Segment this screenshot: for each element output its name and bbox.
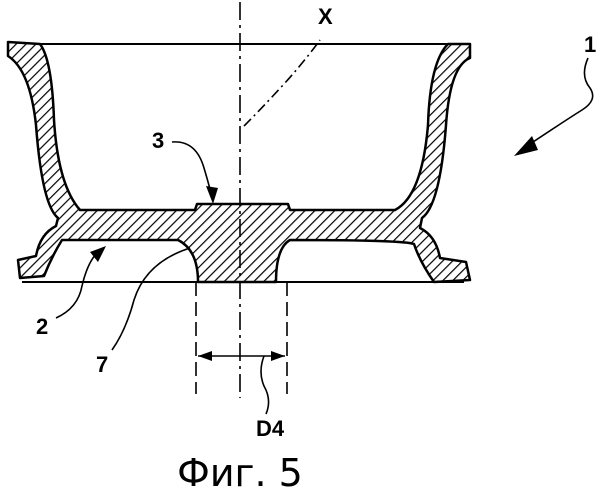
label-2: 2 <box>36 314 48 339</box>
label-2-leader <box>56 250 100 318</box>
label-d4: D4 <box>256 416 285 441</box>
label-3: 3 <box>152 128 164 153</box>
figure-caption: Фиг. 5 <box>177 451 303 495</box>
d4-arrow-right <box>271 351 285 361</box>
d4-leader <box>261 356 269 414</box>
d4-arrow-left <box>198 351 212 361</box>
label-1-arrow <box>514 136 538 156</box>
label-1: 1 <box>584 32 596 57</box>
label-7-leader <box>112 248 190 350</box>
label-3-arrow <box>206 186 218 204</box>
label-x: X <box>318 4 333 29</box>
cup-section <box>8 42 470 282</box>
label-3-leader <box>172 142 212 198</box>
label-7: 7 <box>96 352 108 377</box>
x-leader <box>244 40 320 126</box>
label-1-leader <box>524 58 593 148</box>
